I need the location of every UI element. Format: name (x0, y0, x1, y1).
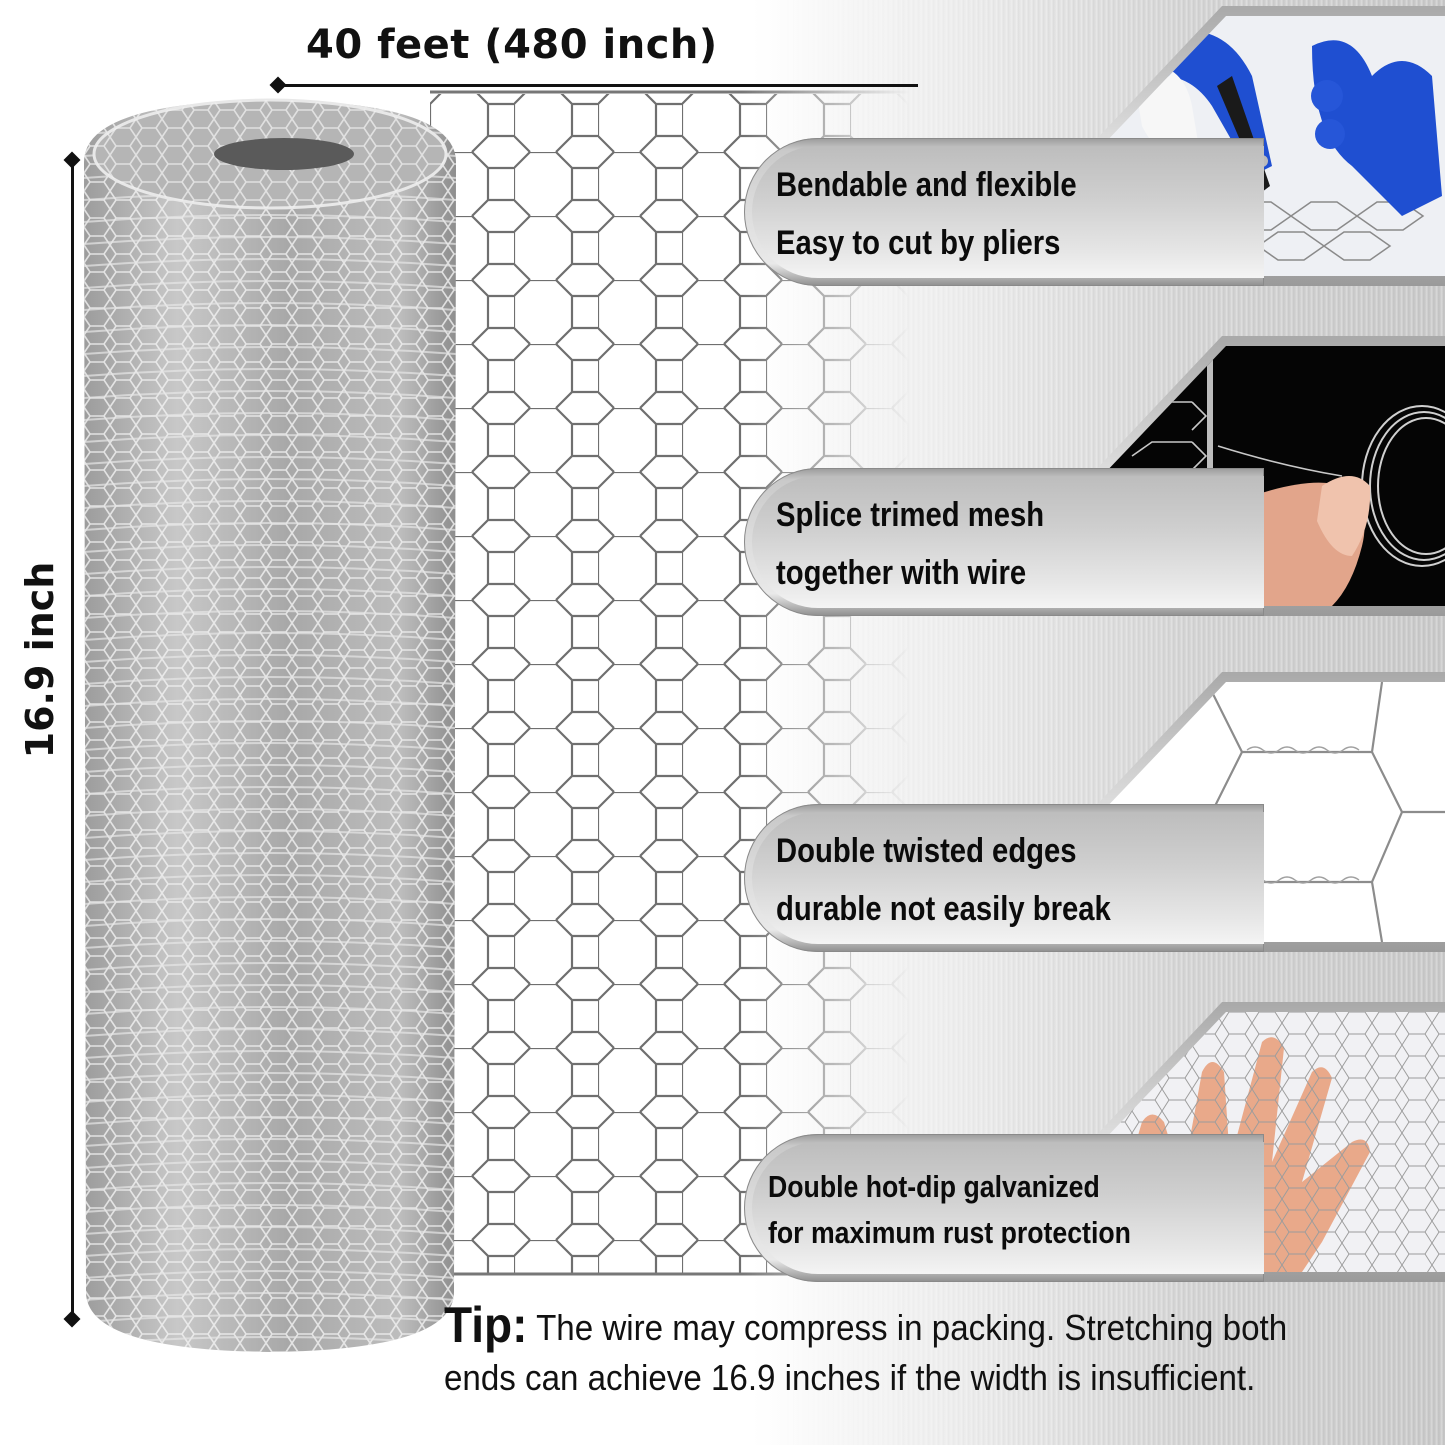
feature-label-pill (744, 804, 1264, 952)
length-dimension-line (278, 84, 918, 87)
feature-line-2: Easy to cut by pliers (776, 224, 1061, 262)
height-dimension-line (71, 162, 74, 1318)
feature-label-pill (744, 138, 1264, 286)
feature-panel-twisted-edges: Double twisted edges durable not easily … (744, 672, 1445, 952)
length-dimension-marker (269, 76, 287, 94)
length-dimension-label: 40 feet (480 inch) (306, 22, 718, 68)
height-dimension-label: 16.9 inch (18, 561, 62, 759)
tip-label: Tip: (444, 1297, 528, 1353)
feature-line-2: for maximum rust protection (768, 1215, 1131, 1250)
mesh-roll-image (84, 92, 456, 1354)
unrolled-hexagon-mesh (430, 88, 910, 1278)
feature-panel-bendable: Bendable and flexible Easy to cut by pli… (744, 6, 1445, 286)
tip-text: The wire may compress in packing. Stretc… (444, 1307, 1288, 1398)
feature-label-pill (744, 468, 1264, 616)
feature-label-pill (744, 1134, 1264, 1282)
feature-text: Double twisted edges durable not easily … (776, 822, 1111, 938)
feature-line-1: Double hot-dip galvanized (768, 1169, 1100, 1204)
feature-line-2: durable not easily break (776, 890, 1111, 928)
height-dimension-marker-bottom (63, 1310, 81, 1328)
tip-note: Tip: The wire may compress in packing. S… (444, 1300, 1364, 1403)
feature-line-1: Double twisted edges (776, 832, 1077, 870)
feature-panel-galvanized: Double hot-dip galvanized for maximum ru… (744, 1002, 1445, 1282)
feature-text: Splice trimed mesh together with wire (776, 486, 1044, 602)
feature-panel-splice: Splice trimed mesh together with wire (744, 336, 1445, 616)
feature-line-1: Splice trimed mesh (776, 496, 1045, 534)
feature-line-2: together with wire (776, 554, 1027, 592)
feature-text: Bendable and flexible Easy to cut by pli… (776, 156, 1077, 272)
height-dimension-marker-top (63, 151, 81, 169)
feature-line-1: Bendable and flexible (776, 166, 1077, 204)
feature-text: Double hot-dip galvanized for maximum ru… (768, 1164, 1131, 1256)
